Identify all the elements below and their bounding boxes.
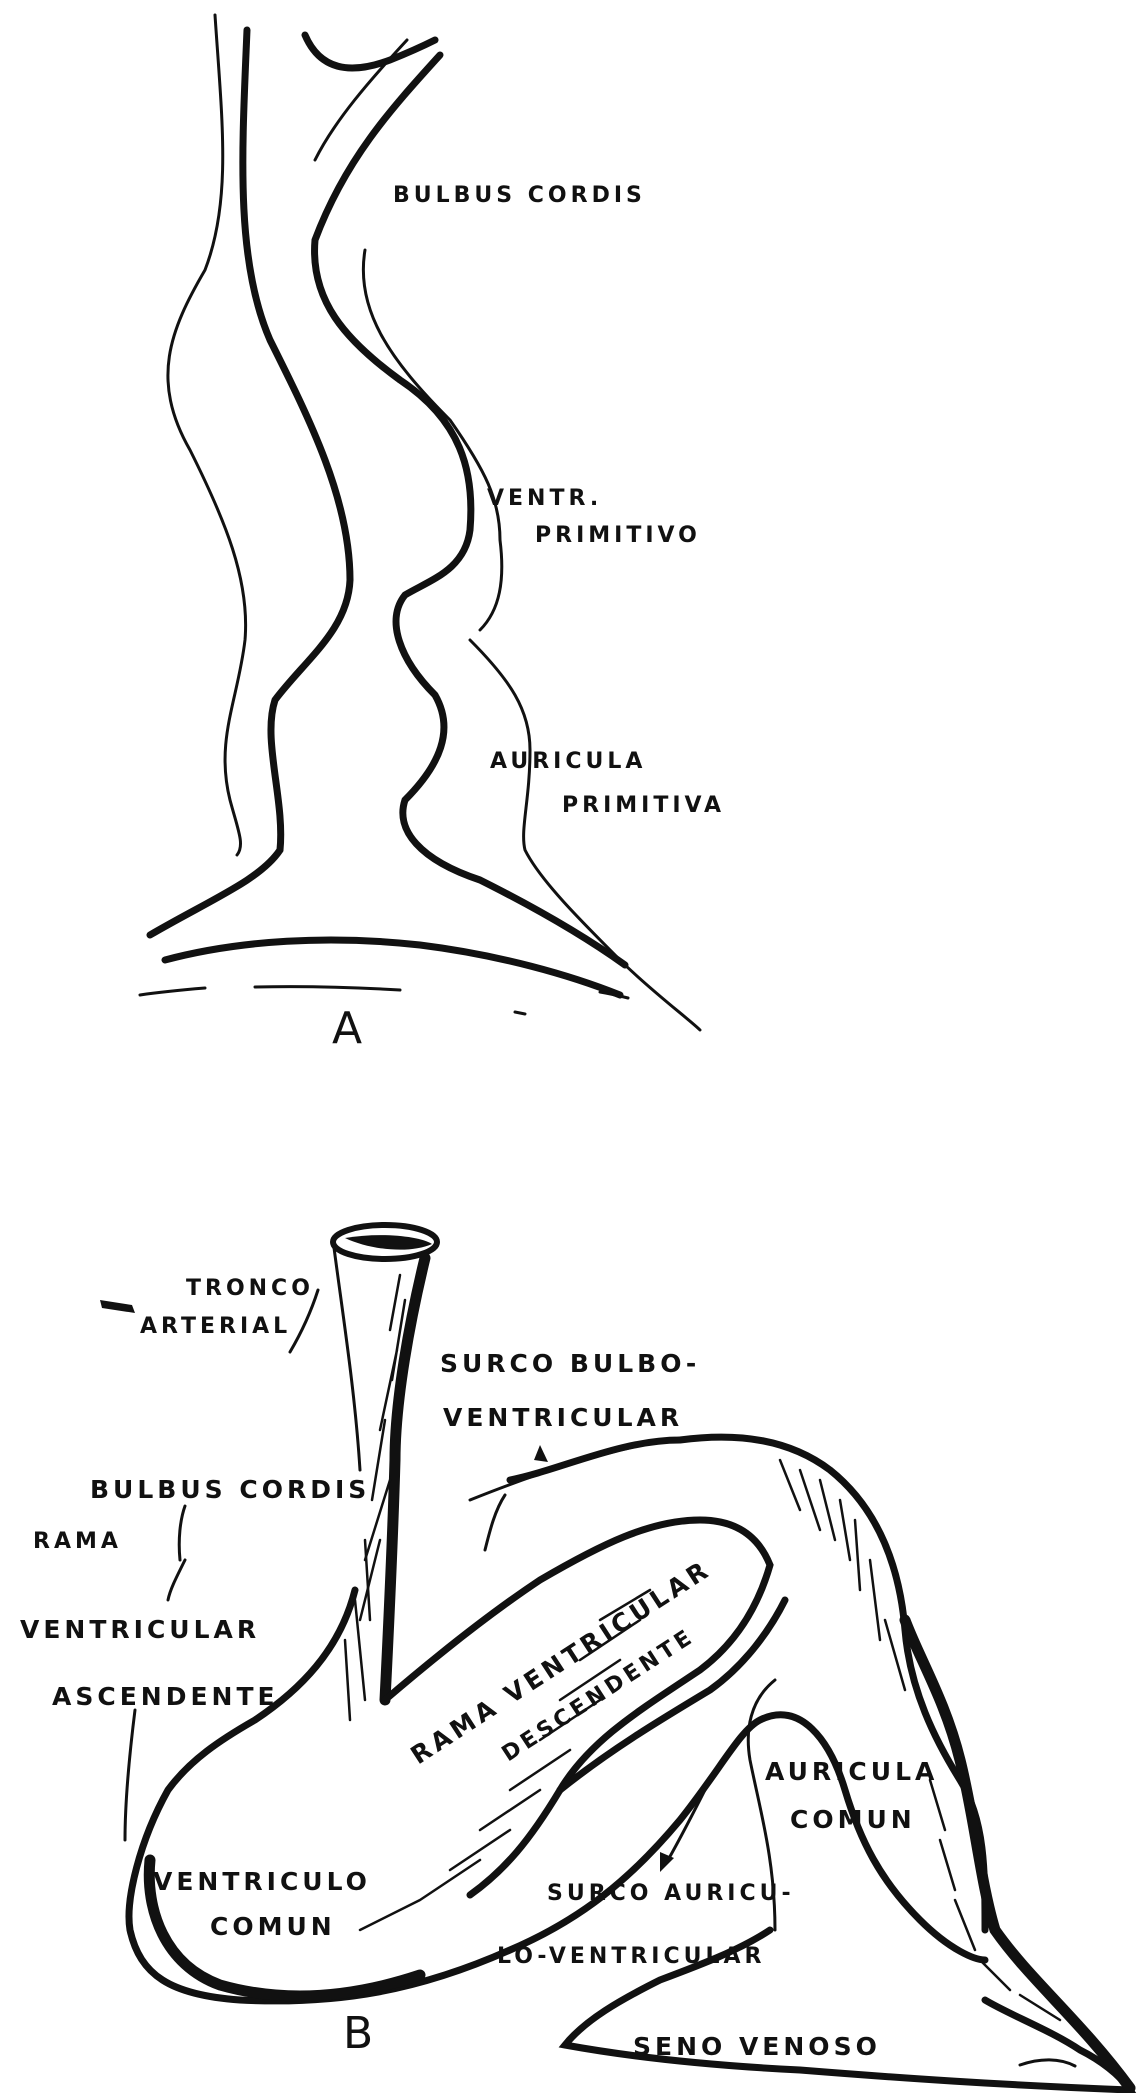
figure-a-inner-left-wall: [150, 30, 350, 935]
label-auricula-comun-line2: COMUN: [790, 1805, 916, 1834]
label-auricula-primitiva-line2: PRIMITIVA: [562, 793, 725, 818]
figure-a-top-cap: [305, 35, 435, 68]
label-auricula-comun-line1: AURICULA: [765, 1757, 938, 1786]
surco-bulbo-arrowhead: [534, 1445, 548, 1462]
label-surco-bulbo-line2: VENTRICULAR: [443, 1403, 683, 1432]
figure-a-floor-line-left: [140, 988, 205, 995]
label-bulbus-cordis-a: BULBUS CORDIS: [393, 183, 646, 208]
figure-a-outer-right-contour-lower: [470, 640, 700, 1030]
label-tronco-line1: TRONCO: [186, 1276, 314, 1301]
figure-a-letter: A: [332, 1003, 362, 1054]
descending-ramus-upper-edge: [470, 1438, 680, 1500]
label-rama-asc-line3: ASCENDENTE: [52, 1682, 279, 1711]
figure-a-outer-right-contour: [363, 250, 501, 630]
figure-a-base-arc: [165, 940, 620, 995]
figure-a-floor-tick: [515, 1012, 525, 1014]
label-rama-asc-line1: RAMA: [33, 1529, 122, 1554]
label-surco-auriculo-line1: SURCO AURICU-: [547, 1881, 795, 1906]
label-bulbus-cordis-b: BULBUS CORDIS: [90, 1475, 370, 1504]
surco-auriculo-arrow: [668, 1770, 715, 1860]
surco-bulbo-arrow: [485, 1495, 505, 1550]
label-ventriculo-comun-line2: COMUN: [210, 1912, 336, 1941]
label-tronco-line2: ARTERIAL: [140, 1314, 291, 1339]
label-surco-auriculo-line2: LO-VENTRICULAR: [497, 1944, 765, 1969]
bulbus-cordis-leader: [168, 1506, 185, 1600]
tronco-arterial-left-edge: [333, 1240, 360, 1470]
label-auricula-primitiva-line1: AURICULA: [490, 749, 646, 774]
tronco-arrow-mark: [100, 1300, 135, 1313]
label-seno-venoso: SENO VENOSO: [633, 2032, 881, 2061]
bulbus-cordis-left-shading: [345, 1540, 370, 1720]
label-surco-bulbo-line1: SURCO BULBO-: [440, 1349, 700, 1378]
figure-b: TRONCO ARTERIAL SURCO BULBO- VENTRICULAR…: [20, 1225, 1130, 2090]
figure-a-outer-left-contour: [168, 15, 246, 855]
label-ventriculo-comun-line1: VENTRICULO: [153, 1867, 371, 1896]
rama-ascendente-leader: [125, 1710, 135, 1840]
label-ventr-primitivo-line1: VENTR.: [487, 486, 602, 511]
label-ventr-primitivo-line2: PRIMITIVO: [535, 523, 701, 548]
figure-a: BULBUS CORDIS VENTR. PRIMITIVO AURICULA …: [140, 15, 725, 1054]
seno-venoso-rim: [1020, 2060, 1075, 2066]
descending-ramus-upper-arch: [510, 1437, 985, 1930]
label-rama-asc-line2: VENTRICULAR: [20, 1615, 260, 1644]
figure-a-floor-line-mid: [255, 987, 400, 990]
figure-b-letter: B: [343, 2008, 373, 2059]
